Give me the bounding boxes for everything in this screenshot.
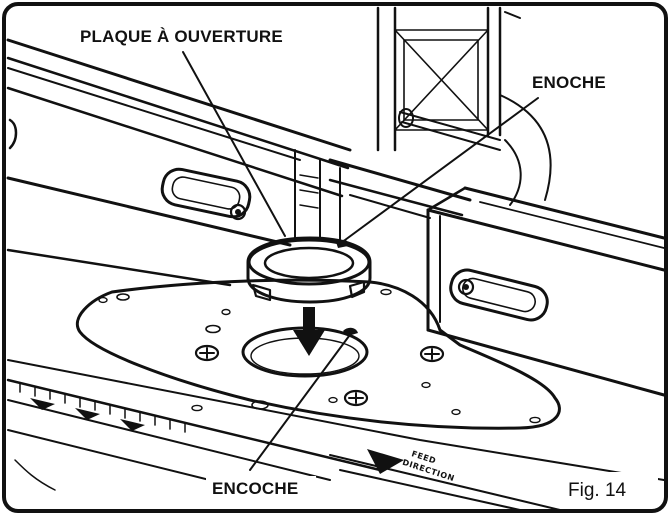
center-rail (328, 158, 472, 219)
leader-lines (182, 51, 539, 471)
plate-stamp: FEED DIRECTION (401, 449, 456, 483)
callout-encoche: ENCOCHE (212, 479, 298, 498)
right-fence (426, 186, 666, 397)
screw-icon (194, 344, 220, 362)
router-housing (376, 6, 552, 206)
screw-icon (419, 345, 445, 363)
callout-labels: PLAQUE À OUVERTURE ENOCHE ENCOCHE (78, 24, 624, 500)
screw-icon (343, 389, 369, 407)
table-surface (6, 248, 665, 511)
left-fence (6, 38, 352, 247)
callout-plaque-a-ouverture: PLAQUE À OUVERTURE (80, 27, 283, 46)
feed-direction-arrow-icon (367, 449, 404, 474)
figure-number: Fig. 14 (568, 480, 627, 501)
insert-ring (246, 236, 372, 304)
down-arrow-icon (293, 307, 325, 356)
callout-enoche: ENOCHE (532, 73, 606, 92)
